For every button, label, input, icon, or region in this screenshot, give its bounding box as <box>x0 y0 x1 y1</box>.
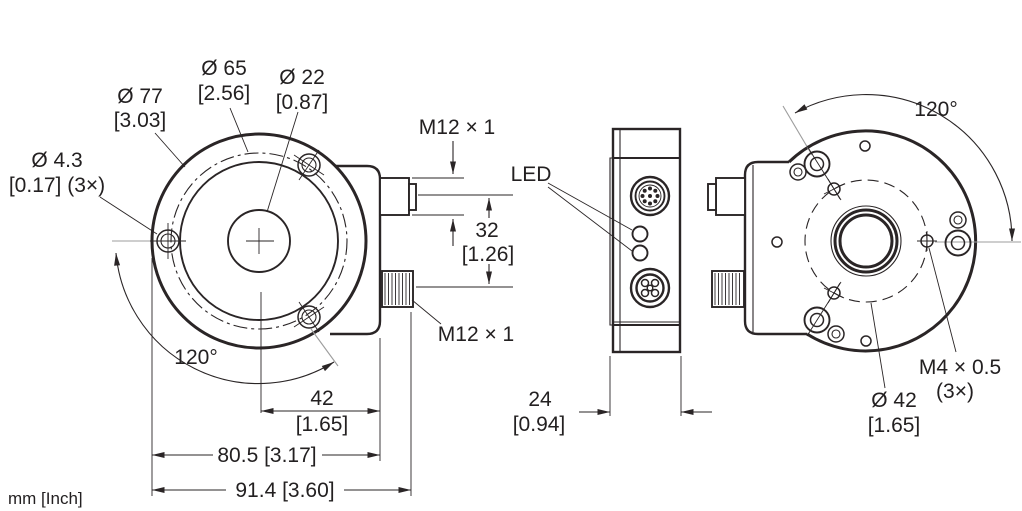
back-pin-hole-left <box>771 236 783 248</box>
leader-dia65 <box>229 107 249 153</box>
front-connector-top <box>379 177 410 216</box>
back-pin-hole-bottom <box>860 335 872 347</box>
leader-dia42 <box>870 302 886 389</box>
back-bore-ring-inner <box>838 213 894 269</box>
front-120-arc <box>114 252 335 385</box>
side-view <box>547 127 712 416</box>
front-connector-top-cap <box>408 183 417 211</box>
label-dim24: 24 <box>528 388 552 411</box>
back-120-arc <box>794 94 1016 242</box>
label-angle-front: 120° <box>174 346 217 369</box>
label-dia65: Ø 65 <box>201 57 247 80</box>
label-m12-bottom: M12 × 1 <box>438 323 514 346</box>
side-connector-bottom <box>629 267 671 309</box>
front-body-outline <box>330 164 382 336</box>
back-pin-hole-top <box>859 140 871 152</box>
label-dim42-inch: [1.65] <box>296 413 349 436</box>
back-m4-hole-right <box>917 231 937 251</box>
back-screw-group-right <box>944 211 972 257</box>
front-connector-thread-hatch <box>384 273 410 305</box>
leader-m12-bottom <box>411 299 442 325</box>
leader-led-2 <box>547 186 633 252</box>
back-view <box>707 94 1021 389</box>
back-body-outline <box>743 160 807 336</box>
label-dim42: 42 <box>310 387 333 410</box>
back-flange-outer-circle <box>787 129 978 353</box>
label-dim914: 91.4 [3.60] <box>235 479 334 502</box>
label-m4: M4 × 0.5 <box>919 356 1001 379</box>
label-dia65-inch: [2.56] <box>198 82 251 105</box>
leader-m4 <box>928 247 957 353</box>
back-screw-group-bottom-left <box>803 306 845 343</box>
label-led: LED <box>511 163 552 186</box>
label-dia22: Ø 22 <box>279 66 325 89</box>
label-dia43: Ø 4.3 <box>31 149 82 172</box>
label-dim32: 32 <box>475 219 498 242</box>
front-screw-top-right <box>293 149 325 181</box>
label-angle-back: 120° <box>914 98 957 121</box>
label-m12-top: M12 × 1 <box>419 116 495 139</box>
back-connector-top <box>715 177 746 216</box>
leader-led-1 <box>547 182 633 231</box>
side-body-outline <box>611 127 682 354</box>
label-dim805: 80.5 [3.17] <box>217 444 316 467</box>
label-dia42-inch: [1.65] <box>868 414 921 437</box>
back-connector-thread-hatch <box>714 273 740 305</box>
front-connector-bottom <box>381 270 414 308</box>
label-m4-count: (3×) <box>936 380 974 403</box>
label-dia42: Ø 42 <box>871 389 917 412</box>
leader-dia22 <box>266 111 299 213</box>
leader-dia77 <box>154 132 186 168</box>
back-bore-ring-outer <box>833 208 899 274</box>
side-left-step <box>609 157 613 326</box>
label-dim24-inch: [0.94] <box>513 413 566 436</box>
back-m4-hole-top-left <box>823 178 845 200</box>
back-m4-hole-bottom-left <box>823 282 845 304</box>
label-dia22-inch: [0.87] <box>276 91 329 114</box>
side-connector-top <box>629 175 671 217</box>
back-connector-bottom <box>711 270 745 308</box>
back-connector-top-cap <box>707 183 717 211</box>
led-indicator-1 <box>631 225 649 243</box>
label-dia77-inch: [3.03] <box>114 109 167 132</box>
back-bolt-circle <box>804 179 928 303</box>
label-dia77: Ø 77 <box>117 85 163 108</box>
units-note: mm [Inch] <box>8 489 83 508</box>
label-dim32-inch: [1.26] <box>462 243 515 266</box>
leader-dia43 <box>99 196 158 235</box>
front-view <box>99 107 513 496</box>
label-dia43-inch: [0.17] (3×) <box>9 174 105 197</box>
led-indicator-2 <box>631 244 649 262</box>
